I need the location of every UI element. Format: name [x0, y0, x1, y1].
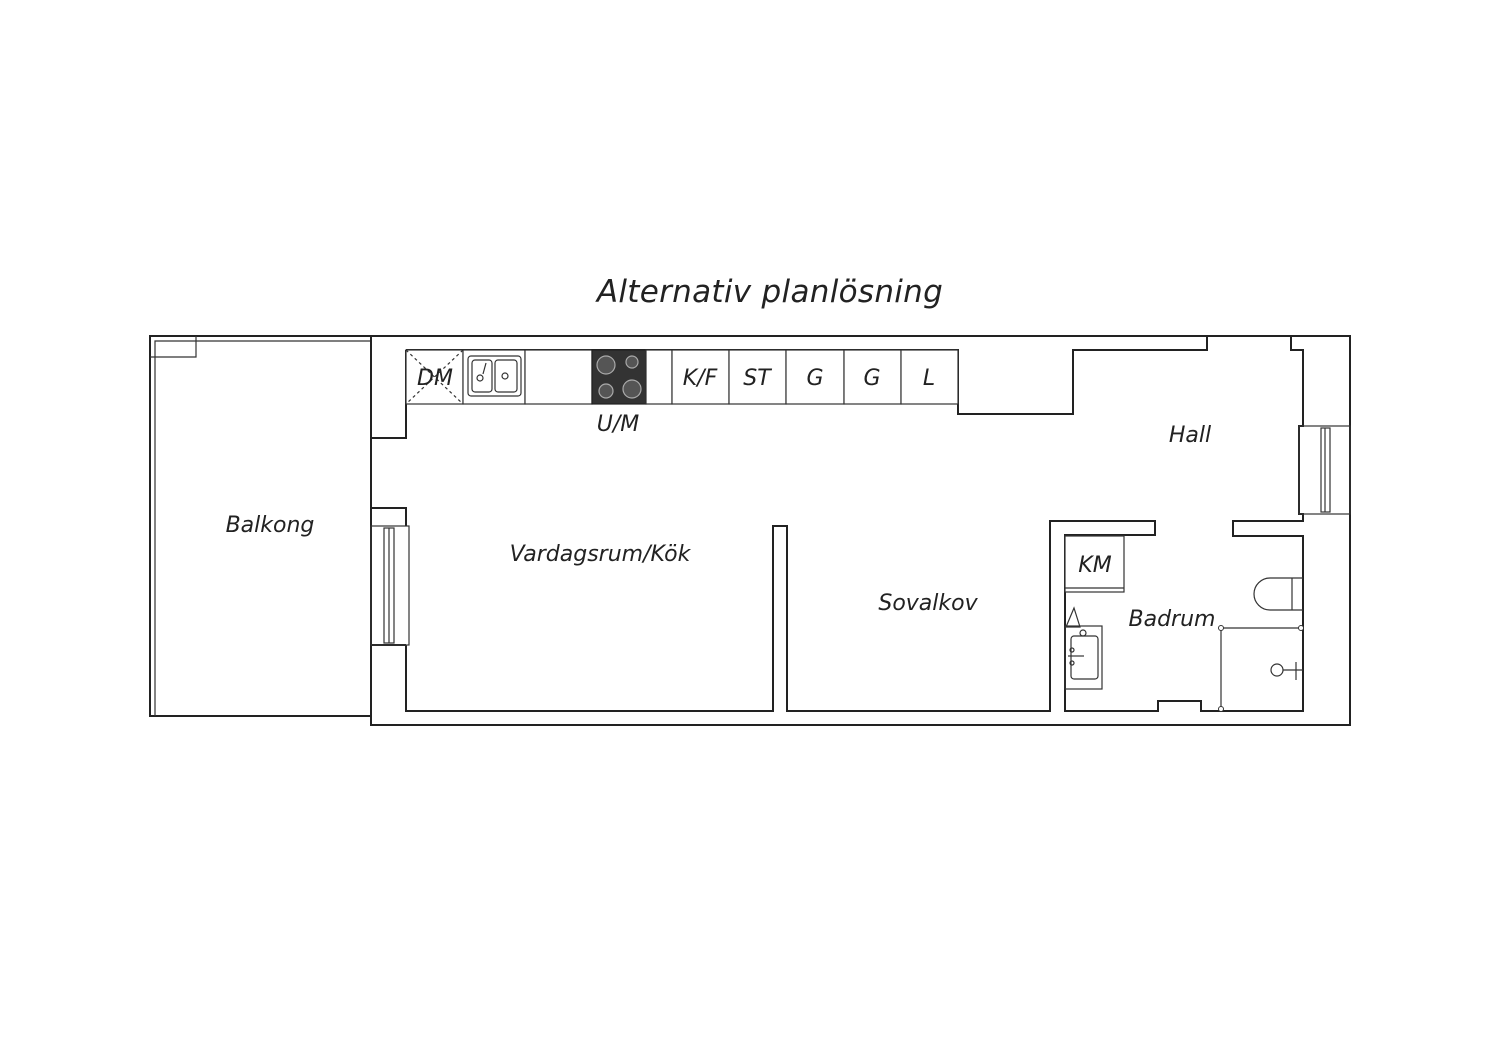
washbasin-tap-icon: [1069, 647, 1075, 653]
sink-basin-outer: [467, 355, 522, 397]
fridge-freezer: [671, 349, 730, 405]
burner-icon: [622, 379, 642, 399]
wardrobe: [785, 349, 845, 405]
dishwasher-cross: [405, 349, 464, 405]
window-left: [370, 525, 410, 646]
balcony-corner-post: [150, 336, 197, 358]
sink-cabinet: [462, 349, 526, 405]
counter-section: [645, 349, 673, 405]
sink-drain-icon: [476, 374, 484, 382]
washbasin-icon: [1070, 635, 1099, 680]
washbasin-tap-icon: [1069, 660, 1075, 666]
room-label-balcony: Balkong: [226, 513, 315, 538]
burner-icon: [598, 383, 614, 399]
window-right: [1298, 425, 1351, 515]
linen-closet-label: L: [923, 366, 935, 391]
lamp-icon: [1065, 606, 1081, 628]
inner-wall-left-top: [371, 350, 407, 439]
room-label-bedroom-alcove: Sovalkov: [878, 591, 978, 616]
kitchen-counter: DM U/M K/F ST G G L: [405, 349, 959, 437]
wardrobe: [843, 349, 902, 405]
shower-post: [1298, 625, 1304, 631]
shower-post: [1218, 706, 1224, 712]
balcony-railing: [154, 340, 371, 716]
fridge-freezer-label: K/F: [683, 366, 718, 391]
sink-basin-right: [494, 359, 518, 393]
room-label-living-kitchen: Vardagsrum/Kök: [510, 542, 692, 567]
burner-icon: [625, 355, 639, 369]
counter-section: [524, 349, 593, 405]
window-frame: [370, 525, 410, 646]
plan-title: Alternativ planlösning: [595, 274, 943, 310]
burner-icon: [596, 355, 616, 375]
washing-machine-label: KM: [1078, 553, 1111, 578]
washbasin-cabinet: [1064, 625, 1103, 690]
wardrobe-label: G: [806, 366, 823, 391]
dishwasher-label: DM: [417, 366, 453, 391]
toilet-icon: [1253, 577, 1303, 611]
lamp-bulb-icon: [1079, 629, 1087, 637]
sink-drain-icon: [501, 372, 509, 380]
room-label-bathroom: Badrum: [1129, 607, 1216, 632]
linen-closet: [900, 349, 959, 405]
dishwasher-cross: [405, 349, 464, 405]
shower-drain-icon: [1270, 663, 1284, 677]
inner-wall-left-mid: [371, 507, 407, 526]
sink-basin-left: [471, 359, 493, 393]
wardrobe-label: G: [863, 366, 880, 391]
bathroom-fixtures: KM: [1064, 535, 1304, 712]
washing-machine: [1064, 535, 1125, 593]
oven-microwave-label: U/M: [597, 412, 640, 437]
room-label-hall: Hall: [1169, 423, 1211, 448]
shower-post: [1218, 625, 1224, 631]
window-frame: [1298, 425, 1351, 515]
faucet-icon: [482, 362, 487, 375]
closet-label: ST: [743, 366, 772, 391]
